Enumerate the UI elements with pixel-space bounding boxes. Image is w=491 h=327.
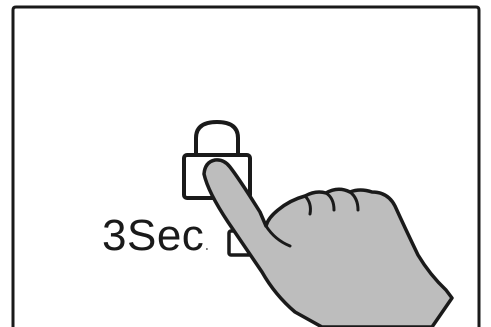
hold-duration-label: 3Sec. — [102, 214, 210, 266]
duration-number: 3 — [102, 211, 127, 260]
lock-shackle — [196, 122, 238, 156]
duration-unit: Sec — [127, 211, 204, 260]
duration-dot: . — [204, 234, 210, 254]
pointing-hand-icon — [204, 160, 452, 327]
